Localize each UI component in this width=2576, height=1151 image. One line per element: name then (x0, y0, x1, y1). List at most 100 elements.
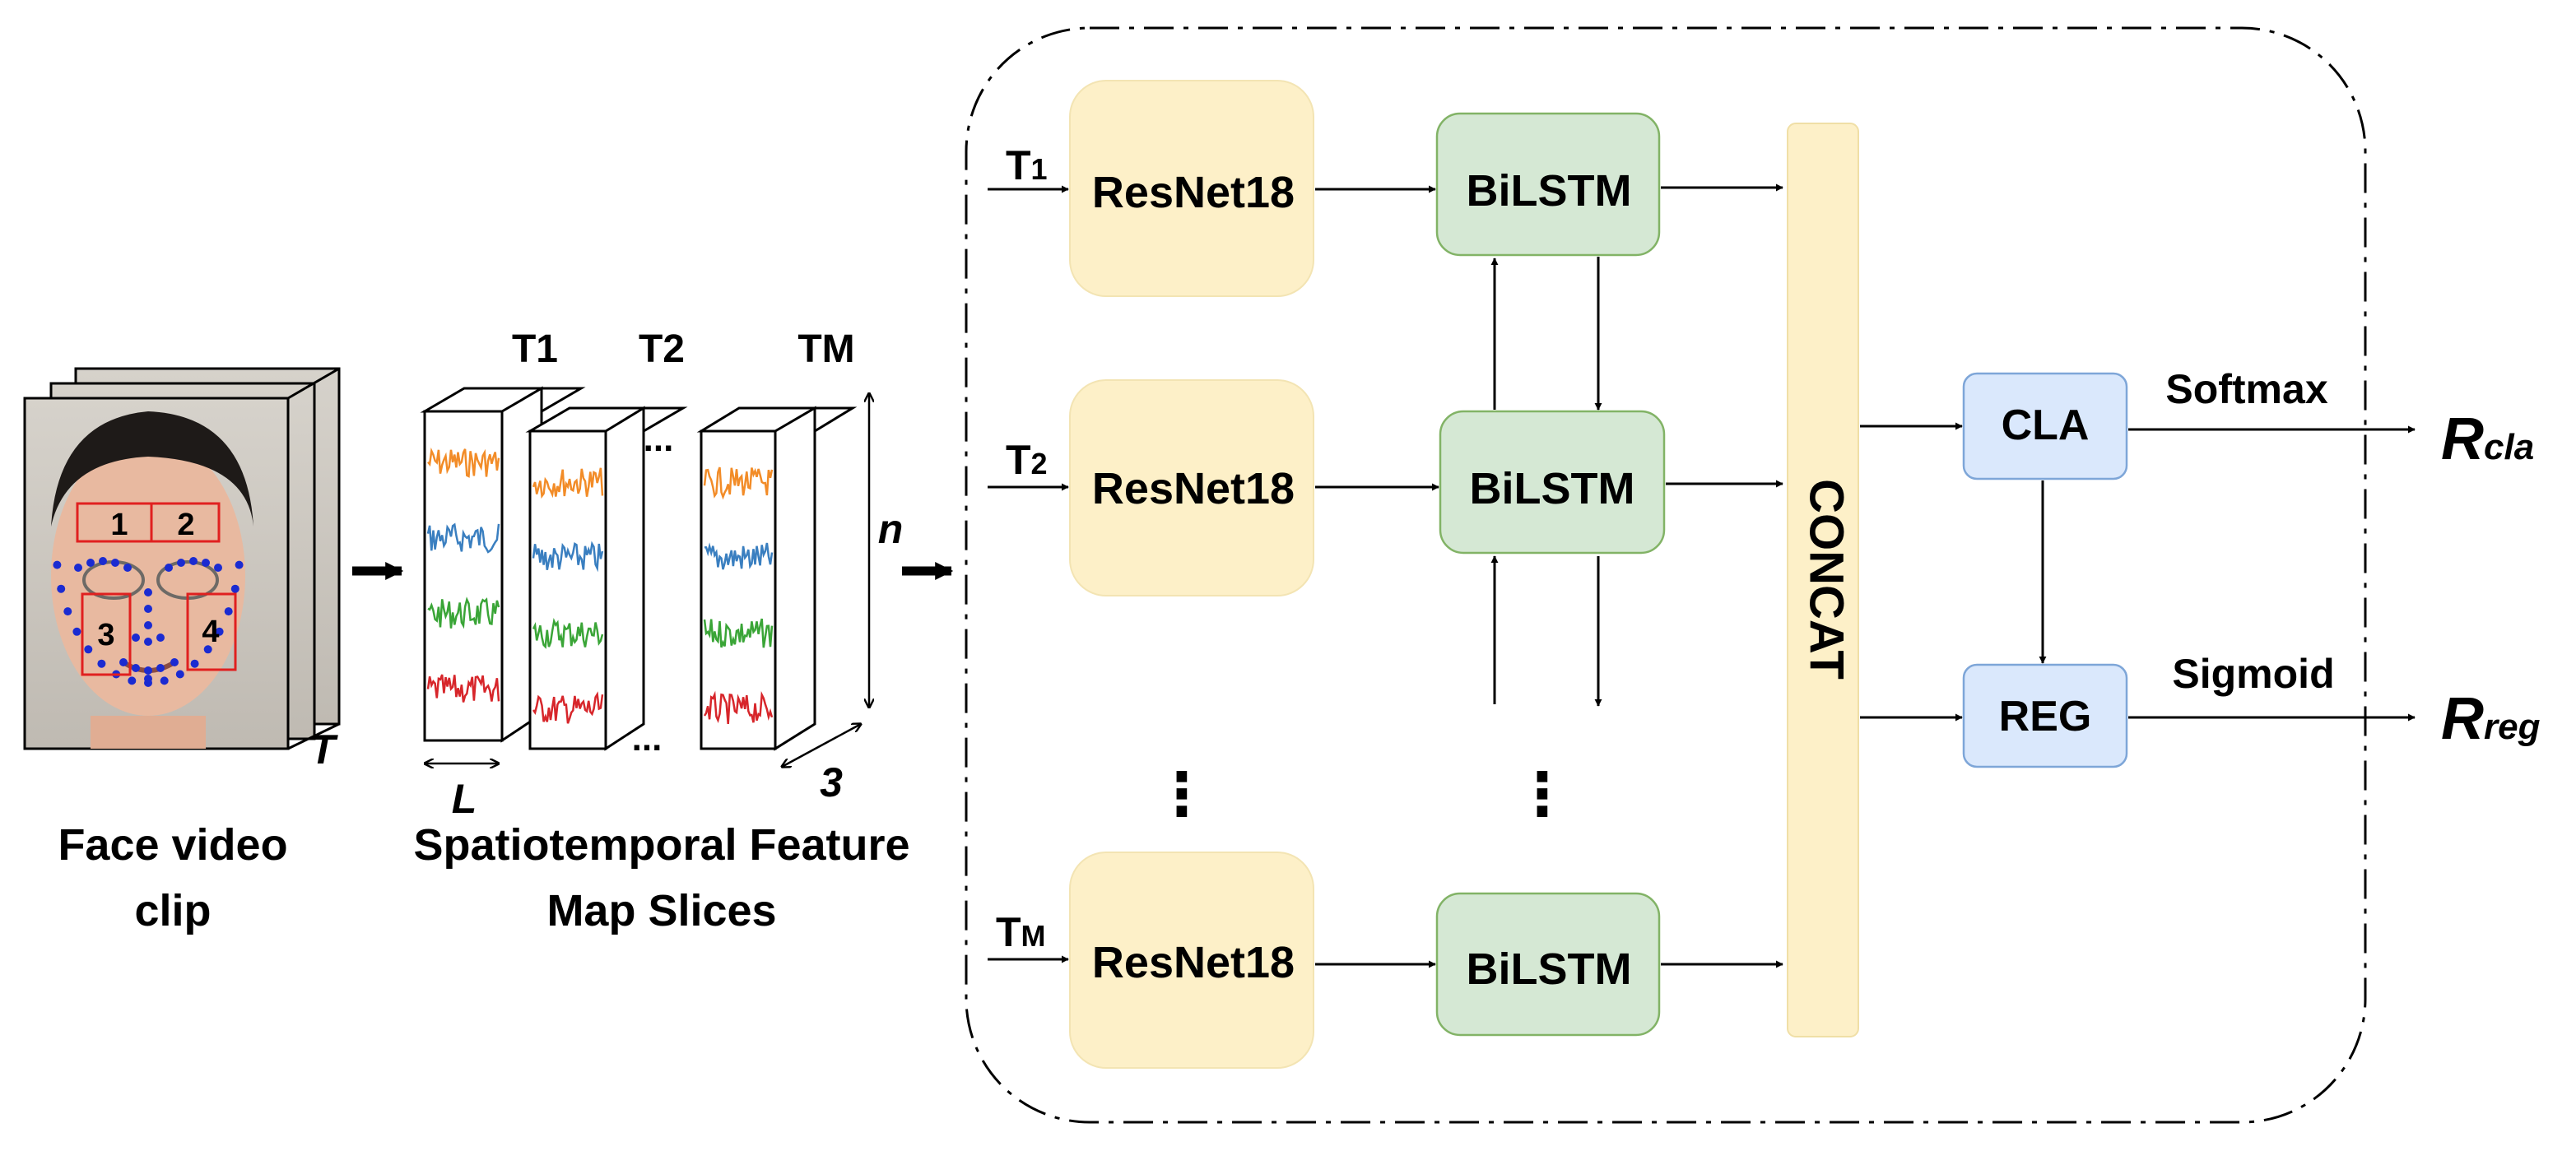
landmark-dot (123, 564, 132, 572)
output-r-cla: Rcla (2441, 406, 2534, 472)
landmark-dot (63, 607, 72, 616)
landmark-dot (132, 664, 140, 672)
bilstm-label-1: BiLSTM (1467, 166, 1632, 216)
landmark-dot (189, 557, 198, 565)
output-r-reg: Rreg (2441, 686, 2541, 752)
landmark-dot (144, 588, 152, 596)
signal-trace (427, 596, 500, 629)
video-frame-front: 1 2 3 4 (23, 397, 290, 750)
time-axis-label: T (310, 726, 339, 773)
signal-trace (532, 691, 604, 724)
facial-landmarks (53, 557, 244, 687)
landmark-dot (170, 658, 179, 666)
signal-trace (426, 522, 500, 554)
concat-block (1787, 123, 1859, 1037)
concat-label: CONCAT (1800, 479, 1853, 680)
slice-label-t2: T2 (639, 327, 685, 371)
landmark-dot (144, 605, 152, 613)
signal-trace (532, 467, 604, 499)
slice-tm (696, 406, 858, 751)
landmark-dot (84, 645, 93, 654)
face-video-caption-line2: clip (134, 886, 211, 935)
bilstm-block-1 (1435, 112, 1661, 257)
landmark-dot (224, 607, 233, 616)
signal-trace (703, 690, 774, 725)
cla-head (1962, 372, 2128, 480)
signal-trace (532, 541, 604, 573)
sigmoid-label: Sigmoid (2172, 651, 2334, 697)
landmark-dot (215, 627, 224, 636)
depth-label: 3 (820, 759, 843, 805)
hair (51, 411, 253, 527)
cla-label: CLA (2002, 401, 2090, 449)
resnet-label-2: ResNet18 (1092, 464, 1295, 513)
reg-label: REG (1999, 693, 2092, 740)
slice-ellipsis-bottom: ... (632, 718, 663, 759)
region-label-4: 4 (202, 615, 219, 649)
signal-trace (427, 447, 500, 478)
slice-t2 (525, 406, 688, 751)
bilstm-label-m: BiLSTM (1467, 944, 1632, 994)
landmark-dot (144, 638, 152, 646)
height-label: n (878, 506, 904, 552)
face-video-clip: 1 2 3 4 T (23, 367, 341, 773)
region-box-2 (150, 502, 221, 543)
landmark-dot (203, 645, 212, 654)
landmark-dot (132, 634, 140, 642)
region-box-4 (186, 592, 237, 671)
landmark-dot (230, 584, 239, 593)
landmark-dot (99, 557, 107, 565)
landmark-dot (144, 666, 152, 675)
input-label-tm: TM (996, 909, 1046, 955)
signal-trace (704, 542, 774, 570)
bilstm-vdots: ⋮ (1513, 762, 1572, 828)
landmark-dot (128, 676, 137, 685)
landmark-dot (72, 627, 81, 636)
slices-caption-line1: Spatiotemporal Feature (413, 820, 909, 870)
landmark-dot (53, 560, 62, 569)
softmax-label: Softmax (2165, 366, 2327, 412)
resnet-block-1 (1069, 80, 1314, 297)
region-label-3: 3 (97, 618, 114, 652)
landmark-dot (74, 564, 82, 572)
region-label-1: 1 (110, 508, 128, 542)
landmark-dot (156, 634, 165, 642)
region-box-3 (81, 592, 132, 676)
width-label: L (452, 776, 477, 822)
landmark-dot (57, 584, 66, 593)
landmark-dot (190, 659, 199, 668)
landmark-dot (160, 676, 169, 685)
slices-caption-line2: Map Slices (546, 886, 776, 935)
signal-trace (703, 618, 774, 648)
region-label-2: 2 (177, 508, 194, 542)
slice-label-tm: TM (797, 327, 854, 371)
resnet-block-m (1069, 852, 1314, 1069)
depth-dimension (782, 724, 861, 767)
network-boundary (965, 26, 2367, 1124)
landmark-dot (235, 560, 244, 569)
slice-t1-signals (426, 447, 500, 703)
signal-trace (703, 466, 774, 500)
signal-trace (532, 617, 604, 649)
bilstm-column: BiLSTM BiLSTM BiLSTM ⋮ (1435, 112, 1666, 1037)
feature-map-slices: T1 T2 TM ... ... n L 3 (420, 327, 904, 822)
input-label-t2: T2 (1006, 437, 1048, 483)
landmark-dot (175, 670, 184, 679)
resnet-column: ResNet18 ResNet18 ResNet18 ⋮ (1069, 80, 1314, 1069)
landmark-dot (144, 621, 152, 629)
signal-trace (426, 674, 500, 703)
landmark-dot (119, 658, 128, 666)
landmark-dot (202, 559, 210, 567)
region-boxes (76, 502, 237, 676)
landmark-dot (177, 559, 185, 567)
resnet-label-1: ResNet18 (1092, 168, 1295, 217)
reg-head (1962, 663, 2128, 768)
resnet-label-m: ResNet18 (1092, 938, 1295, 987)
landmark-dot (111, 559, 119, 567)
landmark-dot (156, 664, 165, 672)
resnet-block-2 (1069, 379, 1314, 596)
landmark-dot (165, 564, 173, 572)
slice-t2-signals (532, 467, 604, 724)
bilstm-block-2 (1439, 410, 1666, 555)
bilstm-block-m (1435, 892, 1661, 1037)
